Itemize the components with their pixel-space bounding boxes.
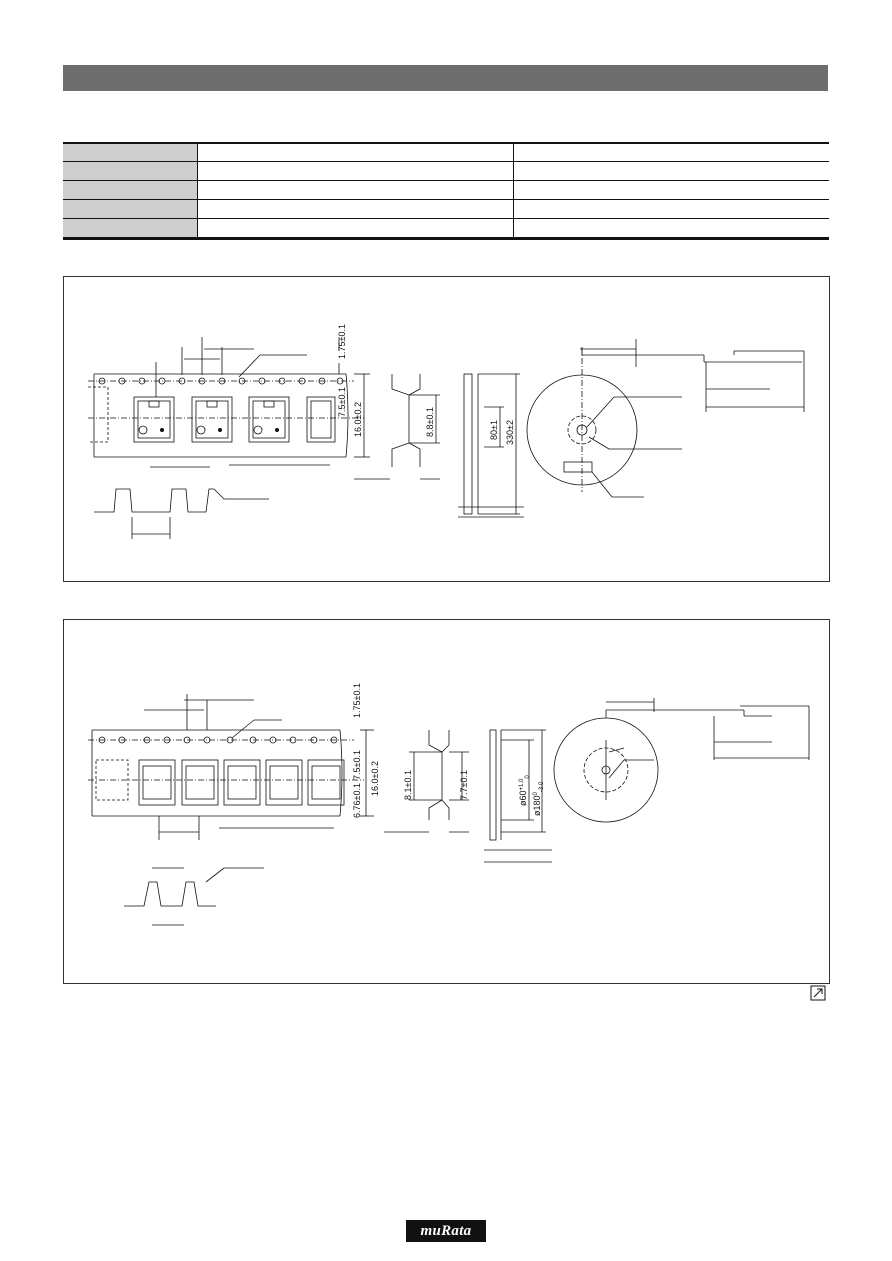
dim-reel-diameter: ø1800-3.0 <box>532 781 545 816</box>
tape-cross-section <box>94 488 214 513</box>
table-row <box>63 199 829 219</box>
tape-break <box>339 729 343 817</box>
dim-pocket-depth: 6.76±0.1 <box>352 783 362 818</box>
table-row <box>63 218 829 240</box>
table-cell <box>197 218 514 240</box>
external-link-icon[interactable] <box>810 985 826 1001</box>
table-cell <box>513 199 829 219</box>
table-cell <box>63 199 198 219</box>
tape-outline <box>93 373 346 458</box>
table-header-cell <box>197 142 514 162</box>
dim-component-width: 8.8±0.1 <box>425 407 435 437</box>
dim-hub-diameter: ø60+1.00 <box>518 775 531 806</box>
component-pockets <box>133 396 336 443</box>
table-cell <box>513 161 829 181</box>
table-cell <box>197 199 514 219</box>
component-side-view <box>391 374 421 467</box>
table-row <box>63 161 829 181</box>
table-cell <box>513 180 829 200</box>
dim-sprocket-offset: 1.75±0.1 <box>352 683 362 718</box>
component-side-view <box>428 730 450 820</box>
table-cell <box>197 161 514 181</box>
dim-component-height: 7.7±0.1 <box>459 770 469 800</box>
dim-sprocket-offset: 1.75±0.1 <box>337 324 347 359</box>
reel-flange <box>489 729 497 841</box>
table-row <box>63 180 829 200</box>
dim-pocket-center: 7.5±0.1 <box>337 387 347 417</box>
leader-pocket <box>88 386 109 443</box>
table-cell <box>63 218 198 240</box>
dim-tape-width: 16.0±0.2 <box>370 761 380 796</box>
table-header-cell <box>513 142 829 162</box>
tape-cross-section <box>124 881 216 907</box>
reel-label-area <box>563 461 593 473</box>
tape-drawing-panel-1: 1.75±0.1 7.5±0.1 16.0±0.2 8.8±0.1 80±1 3… <box>63 276 830 582</box>
table-cell <box>63 180 198 200</box>
leader-line <box>213 488 269 500</box>
tape-drawing-1: 1.75±0.1 7.5±0.1 16.0±0.2 8.8±0.1 80±1 3… <box>88 324 805 539</box>
dim-reel-diameter: 330±2 <box>505 420 515 445</box>
table-header-cell <box>63 142 198 162</box>
table-cell <box>513 218 829 240</box>
table-header-row <box>63 142 829 162</box>
tape-break <box>345 373 349 458</box>
table-cell <box>197 180 514 200</box>
spec-table <box>63 142 829 240</box>
tape-drawing-panel-2: 1.75±0.1 7.5±0.1 6.76±0.1 16.0±0.2 8.1±0… <box>63 619 830 984</box>
component-pockets <box>138 759 345 806</box>
tape-drawing-2: 1.75±0.1 7.5±0.1 6.76±0.1 16.0±0.2 8.1±0… <box>88 683 810 926</box>
section-header-bar <box>63 65 828 91</box>
dim-tape-width: 16.0±0.2 <box>353 402 363 437</box>
dim-pocket-center: 7.5±0.1 <box>352 750 362 780</box>
table-cell <box>63 161 198 181</box>
dim-hub-diameter: 80±1 <box>489 420 499 440</box>
dim-component-length: 8.1±0.1 <box>403 770 413 800</box>
reel-flange <box>463 373 473 515</box>
tape-outline <box>91 729 340 817</box>
brand-logo: muRata <box>406 1220 486 1242</box>
leader-pocket <box>95 759 129 801</box>
